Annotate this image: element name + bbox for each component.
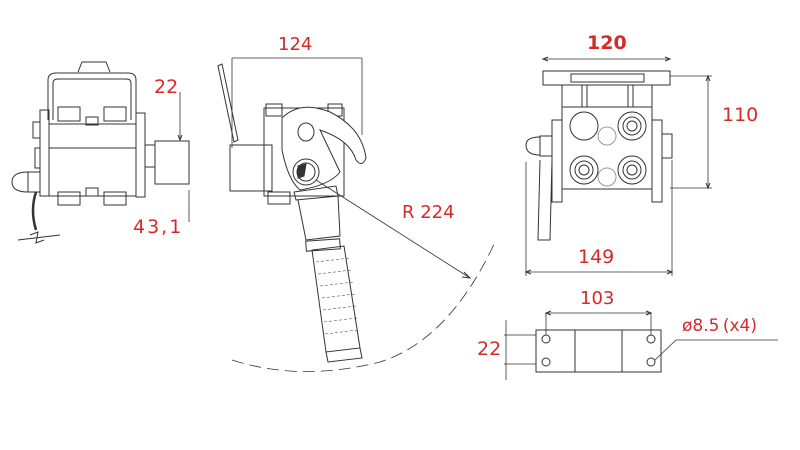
dim-height: 110 [722,104,759,126]
dim-front-width: 124 [278,34,313,55]
dim-top-width: 120 [587,32,627,54]
rear-view [524,56,712,276]
dim-side-depth: 43,1 [133,216,184,238]
grip [311,245,363,363]
dim-overall-width: 149 [578,246,615,268]
dim-radius: R 224 [402,202,455,223]
dim-plate-height: 22 [477,338,502,360]
base-plate-view [504,310,778,380]
dim-holes: ø8.5 (x4) [682,316,757,336]
dim-hole-spacing: 103 [580,288,615,309]
side-view [11,61,190,244]
front-view [217,57,497,372]
dim-side-width: 22 [154,76,179,98]
